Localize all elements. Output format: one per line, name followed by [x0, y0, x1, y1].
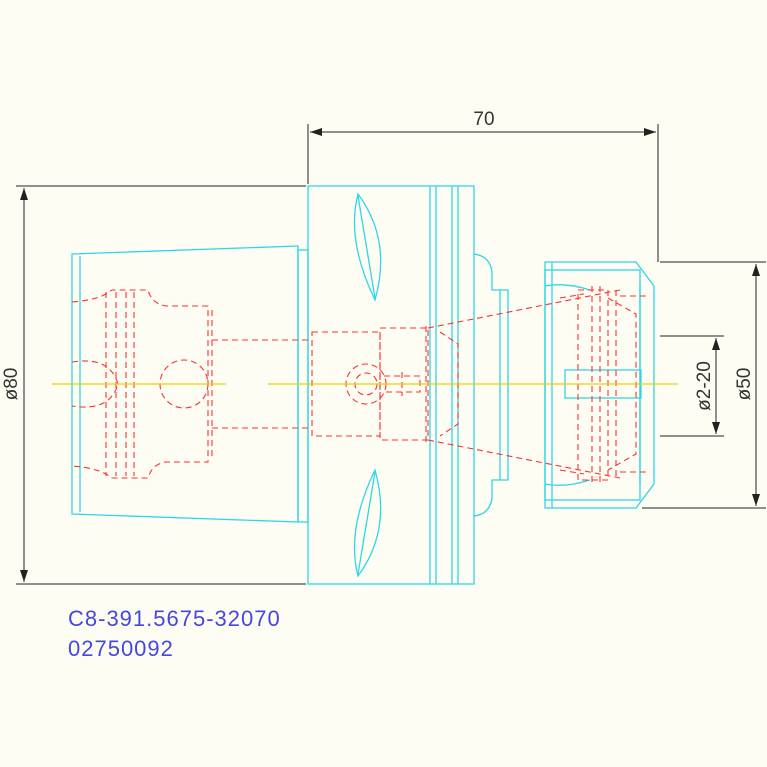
shank-diameter-label: ø80 [1, 368, 22, 401]
clamping-range-label: ø2-20 [694, 361, 715, 411]
drive-slot-top [353, 192, 382, 302]
length-dimension-label: 70 [473, 109, 494, 130]
collet-taper-hidden [427, 289, 621, 479]
dimension-length: 70 [307, 109, 659, 262]
part-number-label: C8-391.5675-32070 [68, 606, 281, 631]
nose-diameter-label: ø50 [734, 368, 755, 401]
hidden-lines [71, 286, 650, 484]
dimension-clamping-range: ø2-20 [660, 335, 724, 437]
collet-nut-outline [544, 261, 655, 509]
order-number-label: 02750092 [68, 636, 174, 661]
neck-outline [473, 253, 509, 517]
drive-slot-bottom [353, 468, 382, 578]
flange-outline [307, 185, 475, 585]
holder-outline [71, 185, 655, 585]
dimension-shank-diameter: ø80 [1, 185, 306, 585]
dimension-nose-diameter: ø50 [642, 261, 766, 509]
